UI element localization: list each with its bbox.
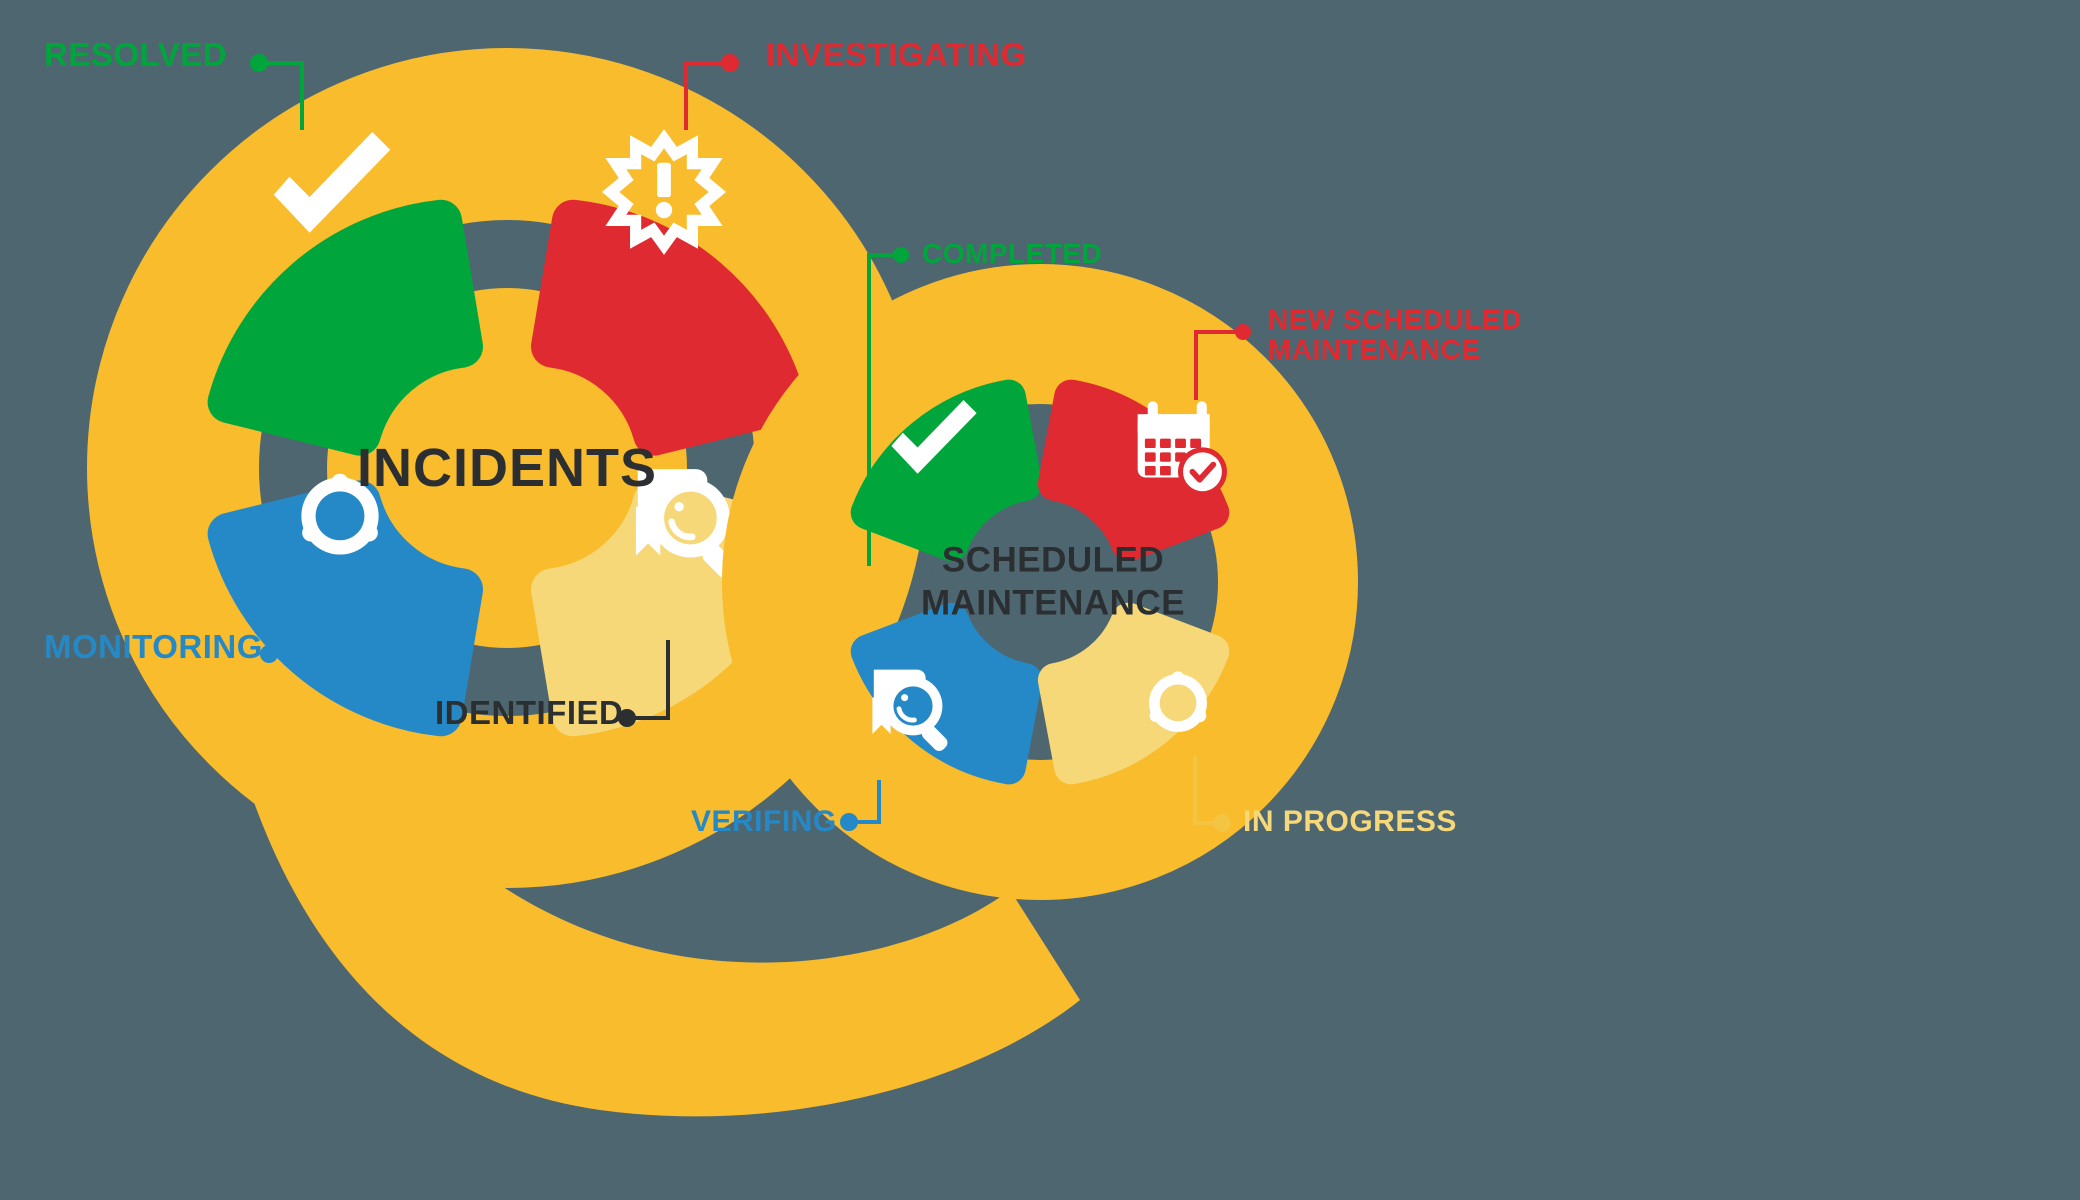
connector-investigating	[684, 61, 730, 130]
segment-investigating[interactable]	[531, 139, 807, 456]
connector-completed	[867, 253, 901, 566]
label-new-scheduled-maintenance-line1: NEW SCHEDULED	[1268, 304, 1522, 335]
label-verifing[interactable]: VERIFING	[691, 805, 837, 838]
label-new-scheduled-maintenance-line2: MAINTENANCE	[1268, 333, 1481, 365]
dot-completed	[893, 247, 909, 263]
dot-new-scheduled-maintenance	[1235, 324, 1251, 340]
segment-new-scheduled-maintenance-arc[interactable]	[1037, 379, 1230, 562]
label-monitoring[interactable]: MONITORING	[44, 628, 263, 665]
label-identified[interactable]: IDENTIFIED	[435, 694, 624, 731]
connector-new-scheduled-maintenance	[1194, 330, 1243, 400]
dot-identified	[618, 709, 636, 727]
segment-new-scheduled-maintenance[interactable]	[1037, 379, 1230, 562]
segment-completed-arc[interactable]	[850, 379, 1043, 562]
dot-investigating	[721, 54, 739, 72]
connector-identified	[627, 640, 670, 720]
maintenance-hub-label-line1: SCHEDULED	[942, 541, 1164, 580]
segment-in-progress-arc[interactable]	[1037, 602, 1230, 785]
document-search-icon	[872, 669, 948, 751]
segment-monitoring-arc[interactable]	[207, 480, 483, 737]
segment-investigating-arc[interactable]	[531, 199, 807, 456]
connector-dots	[250, 54, 1251, 832]
dot-in-progress	[1213, 814, 1231, 832]
dot-monitoring	[260, 645, 278, 663]
segment-resolved-arc[interactable]	[207, 199, 483, 456]
connector-lines	[259, 61, 1243, 825]
maintenance-hub	[932, 474, 1148, 690]
connector-resolved	[259, 61, 304, 130]
label-investigating[interactable]: INVESTIGATING	[766, 36, 1027, 73]
label-resolved[interactable]: RESOLVED	[44, 36, 228, 73]
dot-resolved	[250, 54, 268, 72]
maintenance-outer-track	[722, 264, 1358, 900]
incidents-blob-tail	[240, 700, 1080, 1117]
incidents-hub-label: INCIDENTS	[357, 438, 657, 498]
connector-monitoring	[269, 600, 315, 656]
maintenance-hub-label-line2: MAINTENANCE	[921, 584, 1185, 623]
calendar-check-icon	[1137, 401, 1227, 497]
dot-verifing	[840, 813, 858, 831]
connector-verifing	[849, 780, 881, 824]
segment-in-progress[interactable]	[1037, 602, 1230, 785]
label-new-scheduled-maintenance[interactable]: NEW SCHEDULED MAINTENANCE	[1268, 305, 1568, 364]
segment-resolved[interactable]	[207, 132, 483, 456]
segment-verifing[interactable]	[850, 602, 1043, 785]
label-completed[interactable]: COMPLETED	[922, 238, 1103, 269]
maintenance-ring	[722, 264, 1358, 900]
segment-monitoring[interactable]	[207, 473, 483, 737]
label-in-progress[interactable]: IN PROGRESS	[1243, 805, 1457, 838]
segment-completed[interactable]	[850, 379, 1043, 562]
